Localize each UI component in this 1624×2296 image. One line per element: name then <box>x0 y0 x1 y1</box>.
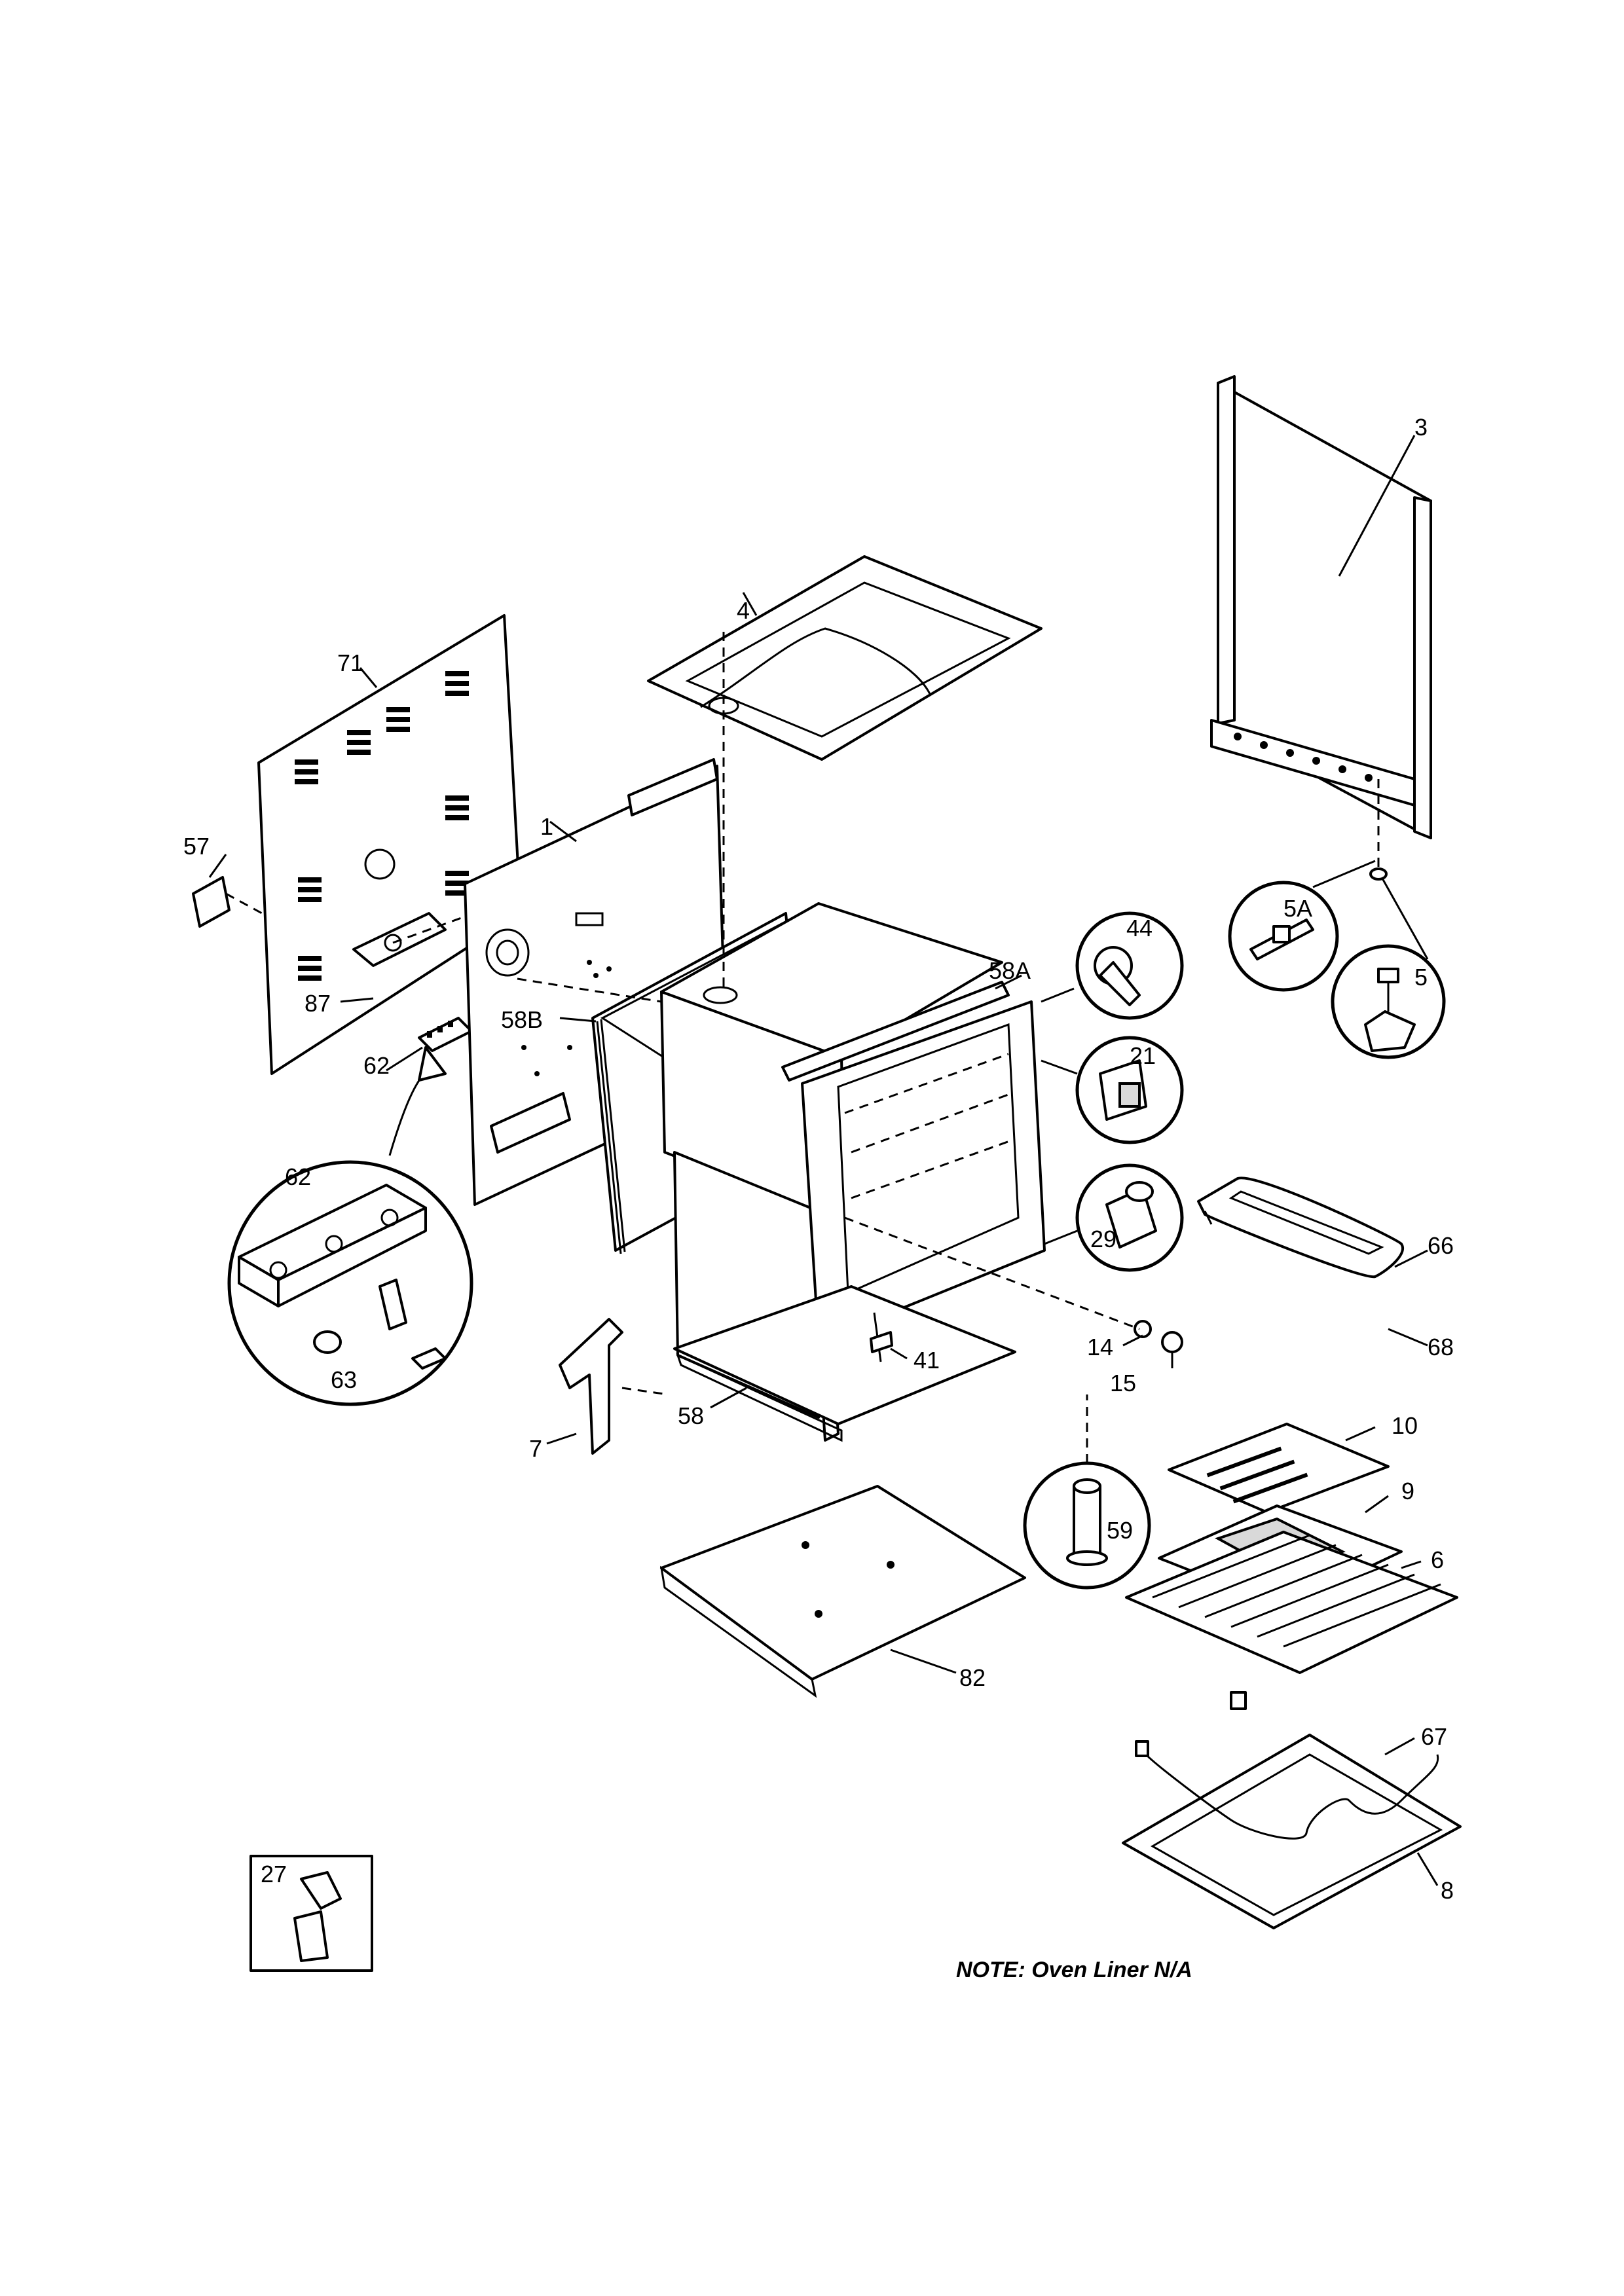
label-1: 1 <box>540 813 553 840</box>
label-21: 21 <box>1130 1042 1156 1069</box>
label-66: 66 <box>1428 1232 1454 1259</box>
label-5a: 5A <box>1283 895 1312 922</box>
callout-62-63-terminal-detail <box>227 1046 473 1406</box>
label-15: 15 <box>1110 1370 1136 1396</box>
label-58: 58 <box>678 1402 704 1429</box>
label-87: 87 <box>304 990 331 1017</box>
label-62-main: 62 <box>363 1052 390 1079</box>
label-44: 44 <box>1126 915 1153 941</box>
label-7: 7 <box>529 1435 542 1462</box>
part-66-broil-element <box>1197 1176 1404 1279</box>
label-63: 63 <box>331 1366 357 1393</box>
part-labels: 3 4 71 1 57 87 62 62 63 58A 58B 44 21 29… <box>183 414 1454 1982</box>
part-4-top-panel <box>647 555 1043 761</box>
part-57-plate <box>192 876 263 928</box>
label-8: 8 <box>1441 1877 1454 1904</box>
part-10-broiler-grid <box>1168 1423 1390 1514</box>
callout-5-leg <box>1331 867 1446 1059</box>
callout-21-clip <box>1041 1036 1184 1144</box>
part-67-bake-element <box>1135 1740 1439 1840</box>
label-59: 59 <box>1107 1517 1133 1544</box>
part-82-bottom-plate <box>659 1485 1026 1698</box>
label-10: 10 <box>1392 1412 1418 1439</box>
label-68: 68 <box>1428 1334 1454 1360</box>
label-82: 82 <box>959 1664 986 1691</box>
leader-lines <box>208 435 1439 1886</box>
part-14-light-socket <box>1134 1320 1152 1338</box>
label-4: 4 <box>737 597 750 624</box>
label-62-callout: 62 <box>285 1163 311 1190</box>
part-41-bracket <box>870 1312 893 1362</box>
callout-59-pin <box>1023 1394 1151 1590</box>
part-27-inset <box>249 1855 373 1972</box>
label-58a: 58A <box>989 957 1031 984</box>
label-67: 67 <box>1421 1723 1447 1750</box>
part-15-light-bulb <box>1161 1331 1183 1353</box>
label-5: 5 <box>1414 964 1428 991</box>
callout-44-knob <box>1041 911 1184 1020</box>
label-9: 9 <box>1401 1478 1414 1504</box>
part-6-oven-rack <box>1125 1531 1458 1710</box>
label-3: 3 <box>1414 414 1428 441</box>
label-14: 14 <box>1087 1334 1113 1360</box>
label-71: 71 <box>337 649 363 676</box>
label-58b: 58B <box>501 1006 543 1033</box>
part-58-bottom-insulation <box>673 1285 1016 1442</box>
label-41: 41 <box>913 1347 940 1374</box>
part-8-oven-bottom <box>1122 1734 1462 1929</box>
callout-5a-leveler <box>1228 860 1376 992</box>
callout-29-latch <box>1044 1163 1184 1272</box>
label-27: 27 <box>261 1861 287 1887</box>
label-6: 6 <box>1431 1546 1444 1573</box>
label-29: 29 <box>1090 1226 1116 1252</box>
part-7-hinge <box>559 1318 669 1455</box>
part-71-back-panel <box>257 614 522 1075</box>
label-57: 57 <box>183 833 210 860</box>
part-3-side-panel <box>1210 375 1432 871</box>
part-62-terminal-block <box>418 1017 473 1052</box>
oven-liner-note: NOTE: Oven Liner N/A <box>956 1958 1192 1982</box>
